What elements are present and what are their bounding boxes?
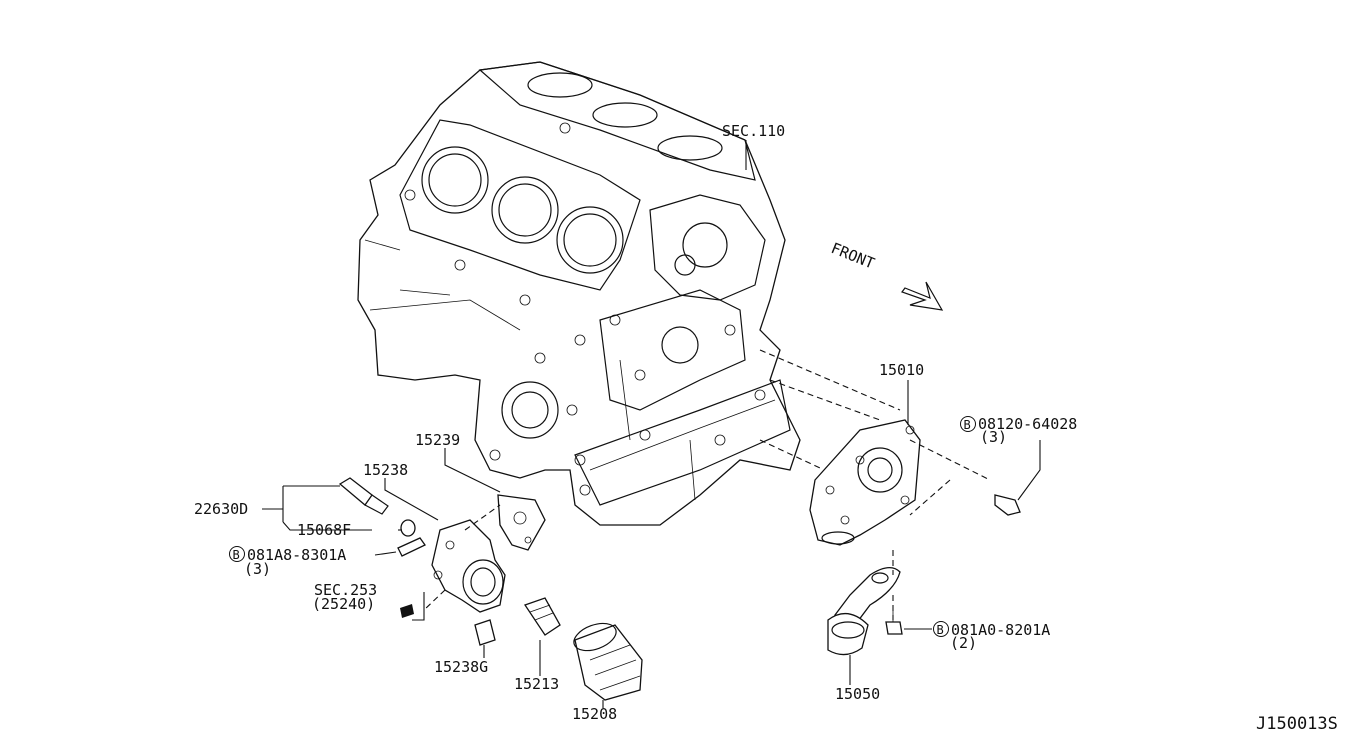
- bolt-081A8-callout: B 081A8-8301A (3): [229, 546, 346, 578]
- washer-drawing: [400, 519, 416, 537]
- bolt-code-label: 081A0-8201A: [951, 621, 1050, 639]
- oil-strainer-drawing: [827, 567, 901, 656]
- bolt-qty-label: (3): [244, 560, 271, 578]
- bolt-b-icon: [933, 621, 949, 637]
- front-label: FRONT: [829, 239, 878, 273]
- bolt-qty-label: (2): [950, 634, 977, 652]
- bolt-08120-callout: B 08120-64028 (3): [960, 415, 1077, 446]
- sensor-drawing: [338, 477, 389, 515]
- bolt-circle-letter: B: [233, 548, 240, 562]
- bolt-081A0-drawing: [885, 605, 903, 635]
- part-15238-label: 15238: [363, 461, 408, 479]
- bolt-081A0-callout: B 081A0-8201A (2): [933, 621, 1050, 652]
- bolt-circle-letter: B: [937, 623, 944, 637]
- plug-drawing: [474, 619, 496, 646]
- part-15213-label: 15213: [514, 675, 559, 693]
- connector-drawing: [523, 597, 561, 636]
- bolt-b-icon: [960, 416, 976, 432]
- bolt-08120-drawing: [994, 494, 1021, 516]
- bolt-drawing: [397, 537, 426, 557]
- part-15010-label: 15010: [879, 361, 924, 379]
- diagram-id-label: J150013S: [1256, 714, 1338, 734]
- bolt-qty-label: (3): [980, 428, 1007, 446]
- sec253-arrow: [400, 604, 414, 618]
- oil-cooler-drawing: [431, 519, 506, 613]
- bolt-code-label: 08120-64028: [978, 415, 1077, 433]
- bolt-b-icon: [229, 546, 245, 562]
- part-15068F-label: 15068F: [297, 521, 351, 539]
- bolt-circle-letter: B: [964, 418, 971, 432]
- sec253-sub-label: (25240): [312, 595, 375, 613]
- part-15208-label: 15208: [572, 705, 617, 723]
- part-15050-label: 15050: [835, 685, 880, 703]
- oil-pump-drawing: [809, 419, 921, 546]
- part-15239-label: 15239: [415, 431, 460, 449]
- bolt-code-label: 081A8-8301A: [247, 546, 346, 564]
- gasket-drawing: [497, 494, 546, 551]
- engine-block-drawing: [357, 61, 801, 526]
- sec110-label: SEC.110: [722, 122, 785, 140]
- part-15238G-label: 15238G: [434, 658, 488, 676]
- part-22630D-label: 22630D: [194, 500, 248, 518]
- sec253-label: SEC.253: [314, 581, 377, 599]
- oil-filter-drawing: [573, 622, 643, 701]
- leader-lines: [262, 140, 1041, 708]
- front-arrow: [901, 281, 944, 311]
